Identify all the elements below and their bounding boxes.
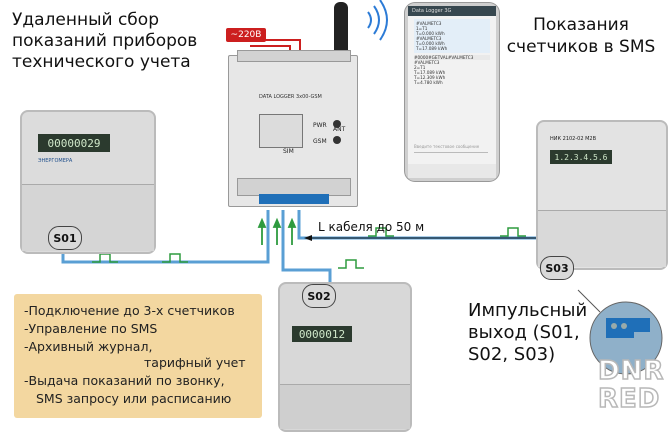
badge-s02: S02 bbox=[302, 284, 336, 308]
logger-model-label: DATA LOGGER 3x00-GSM bbox=[259, 94, 322, 100]
title-left: Удаленный сбор показаний приборов технич… bbox=[12, 10, 198, 72]
badge-s01: S01 bbox=[48, 226, 82, 250]
logger-sim-slot bbox=[259, 114, 303, 148]
meter-center: 0000012 bbox=[278, 282, 412, 432]
badge-s03: S03 bbox=[540, 256, 574, 280]
logger-ant-label: ANT bbox=[333, 126, 346, 133]
logger-gsm-label: GSM bbox=[313, 138, 327, 145]
meter-center-display: 0000012 bbox=[292, 326, 352, 342]
meter-left-display: 00000029 bbox=[38, 134, 110, 152]
impulse-plug-image bbox=[577, 289, 663, 375]
meter-right-model: НИК 2102-02 М2В bbox=[550, 136, 597, 142]
impulse-output-label: Импульсный выход (S01, S02, S03) bbox=[468, 300, 588, 365]
pulse-symbols bbox=[92, 227, 526, 269]
logger-pwr-led bbox=[333, 120, 341, 128]
feature-item: -Управление по SMS bbox=[24, 321, 158, 336]
meter-left-cover bbox=[22, 184, 154, 251]
logger-sim-label: SIM bbox=[283, 148, 294, 155]
features-panel: -Подключение до 3-х счетчиков -Управлени… bbox=[14, 294, 262, 418]
feature-item: SMS запросу или расписанию bbox=[36, 391, 232, 406]
watermark-line1: DNR bbox=[597, 355, 665, 387]
logger-pwr-label: PWR bbox=[313, 122, 327, 129]
meter-center-cover bbox=[280, 384, 410, 429]
cable-length-arrow bbox=[304, 235, 554, 241]
input-arrows bbox=[257, 217, 297, 245]
cable-length-label: L кабеля до 50 м bbox=[318, 220, 425, 234]
meter-right-display: 1.2.3.4.5.6 bbox=[550, 150, 612, 164]
watermark-line2: RED bbox=[597, 383, 661, 415]
phone-message-input[interactable]: Введите текстовое сообщение bbox=[414, 144, 488, 153]
feature-item: -Архивный журнал, bbox=[24, 339, 153, 354]
feature-item: тарифный учет bbox=[144, 355, 246, 370]
meter-right: НИК 2102-02 М2В 1.2.3.4.5.6 bbox=[536, 120, 668, 270]
phone-nav-bar bbox=[408, 164, 496, 178]
cable-s02 bbox=[281, 210, 332, 286]
logger-connector bbox=[259, 194, 329, 204]
wireless-icon bbox=[367, 0, 388, 41]
meter-left-brand: ЭНЕРГОМЕРА bbox=[38, 158, 73, 164]
logger-gsm-led bbox=[333, 136, 341, 144]
data-logger: DATA LOGGER 3x00-GSM SIM ANT PWR GSM bbox=[228, 50, 358, 207]
meter-left: 00000029 ЭНЕРГОМЕРА bbox=[20, 110, 156, 254]
feature-item: -Выдача показаний по звонку, bbox=[24, 373, 225, 388]
power-label: ~220В bbox=[226, 28, 266, 42]
title-right: Показания счетчиков в SMS bbox=[506, 15, 656, 57]
phone-app-title: Data Logger 3G bbox=[408, 6, 496, 16]
feature-item: -Подключение до 3-х счетчиков bbox=[24, 303, 235, 318]
logger-terminals-top bbox=[237, 50, 351, 62]
